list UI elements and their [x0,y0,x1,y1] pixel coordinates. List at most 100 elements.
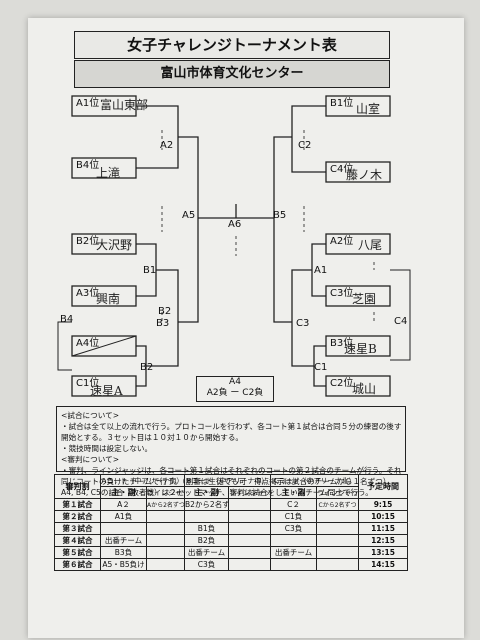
court-c-main-cell: C1負 [270,510,318,523]
match-label-b3: B3 [156,318,170,329]
note-line: <試合について> [61,411,120,420]
schedule-row-name: 第２試合 [54,510,101,523]
final-match-teams: A2負 ー C2負 [206,388,264,398]
col-time-header: 予定時間 [358,474,409,499]
court-a-main-cell: A1負 [100,510,147,523]
match-label-a5: A5 [182,210,196,221]
court-c-header: Cコート（中アリーナ北） [270,474,360,487]
match-label-b5: B5 [273,210,287,221]
schedule-body: 第１試合A２Aから2名ずつB2から2名ずつC２Cから2名ずつ9:15第２試合A1… [54,498,409,571]
slot-team-c1: 速星A [90,384,123,398]
court-a-main-header: 主・副 [100,486,147,499]
court-b-header: Bコート（中アリーナ中） [184,474,272,487]
court-c-main-cell [270,534,318,547]
court-a-line-cell [145,558,186,571]
schedule-time-cell: 9:15 [358,498,409,511]
match-label-c4: C4 [394,316,408,327]
match-label-c3: C3 [296,318,310,329]
court-b-line-cell [228,534,272,547]
slot-label-c3: C3位 [330,288,354,299]
court-c-line-cell [316,546,360,559]
court-c-line-cell [316,510,360,523]
schedule-row-name: 第３試合 [54,522,101,535]
court-c-main-header: 主・副 [270,486,318,499]
match-label-a2: A2 [160,140,174,151]
court-c-line-cell [316,522,360,535]
court-a-line-cell [145,546,186,559]
court-a-main-cell [100,522,147,535]
court-a-main-cell: A5・B5負け [100,558,147,571]
match-label-a6: A6 [228,219,242,230]
court-a-main-cell: A２ [100,498,147,511]
court-b-main-cell: 出番チーム [184,546,230,559]
schedule-time-cell: 10:15 [358,510,409,523]
slot-label-b4: B4位 [76,160,100,171]
slot-team-a2: 八尾 [358,238,383,252]
schedule-time-cell: 13:15 [358,546,409,559]
schedule-row-name: 第５試合 [54,546,101,559]
court-b-main-cell: C3負 [184,558,230,571]
final-match-code: A4 [229,377,241,387]
slot-label-b3: B3位 [330,338,354,349]
match-label-c1: C1 [314,362,328,373]
note-line: ・審判、ラインジャッジは、各コート第１試合はそれぞれのコートの第２試合のチームが… [61,466,401,475]
court-c-main-cell: C２ [270,498,318,511]
court-b-line-cell [228,546,272,559]
match-label-b2-lower: B2 [140,362,154,373]
slot-team-b3: 速星B [344,342,377,356]
slot-label-b1: B1位 [330,98,354,109]
court-a-header: Aコート（中アリーナ南） [99,474,186,487]
court-a-main-cell: B3負 [100,546,147,559]
court-c-line-cell: Cから2名ずつ [316,498,360,511]
slot-team-a3: 興南 [96,292,121,306]
notes-box: <試合について> ・試合は全て以上の流れで行う。プロトコールを行わず、各コート第… [56,406,406,497]
note-line: 開始とする。３セット目は１０対１０から開始する。 [61,433,244,442]
slot-label-a2: A2位 [330,236,354,247]
court-b-line-cell [228,558,272,571]
slot-label-a3: A3位 [76,288,100,299]
schedule-row-name: 第１試合 [54,498,101,511]
match-label-b2-upper: B2 [158,306,172,317]
match-label-b4: B4 [60,314,74,325]
court-b-line-cell [228,522,272,535]
note-line: ・競技時間は設定しない。 [61,444,153,453]
court-b-main-cell: B2負 [184,534,230,547]
court-b-line-header: ラインジャッジ [228,486,272,499]
slot-label-c1: C1位 [76,378,100,389]
court-c-line-cell [316,534,360,547]
slot-label-b2: B2位 [76,236,100,247]
court-a-line-cell: Aから2名ずつ [145,498,186,511]
schedule-row: 第４試合出番チーム B2負 12:15 [54,534,409,547]
schedule-row-name: 第６試合 [54,558,101,571]
slot-team-a1: 富山東部 [100,98,149,112]
match-label-c2: C2 [298,140,312,151]
note-line: ・試合は全て以上の流れで行う。プロトコールを行わず、各コート第１試合は合同５分の… [61,422,401,431]
court-c-main-cell: C3負 [270,522,318,535]
page-title: 女子チャレンジトーナメント表 [74,31,390,59]
court-a-line-header: ラインジャッジ [145,486,186,499]
slot-team-c3: 芝園 [352,292,377,306]
court-b-main-cell: B2から2名ずつ [184,498,230,511]
schedule-row-name: 第４試合 [54,534,101,547]
court-a-main-cell: 出番チーム [100,534,147,547]
slot-label-c4: C4位 [330,164,354,175]
schedule-time-cell: 14:15 [358,558,409,571]
court-b-line-cell [228,510,272,523]
referee-schedule-table: 審判割 Aコート（中アリーナ南） Bコート（中アリーナ中） Cコート（中アリーナ… [54,474,409,571]
slot-label-a4: A4位 [76,338,100,349]
court-c-main-cell [270,558,318,571]
schedule-time-cell: 12:15 [358,534,409,547]
schedule-time-cell: 11:15 [358,522,409,535]
court-c-line-header: ラインジャッジ [316,486,360,499]
final-match-box: A4 A2負 ー C2負 [196,376,274,402]
slot-team-b2: 大沢野 [96,238,133,252]
slot-team-b4: 上滝 [96,166,121,180]
slot-team-c2: 城山 [352,382,377,396]
slot-team-c4: 藤ノ木 [346,168,383,182]
court-c-main-cell: 出番チーム [270,546,318,559]
slot-team-b1: 山室 [356,102,381,116]
